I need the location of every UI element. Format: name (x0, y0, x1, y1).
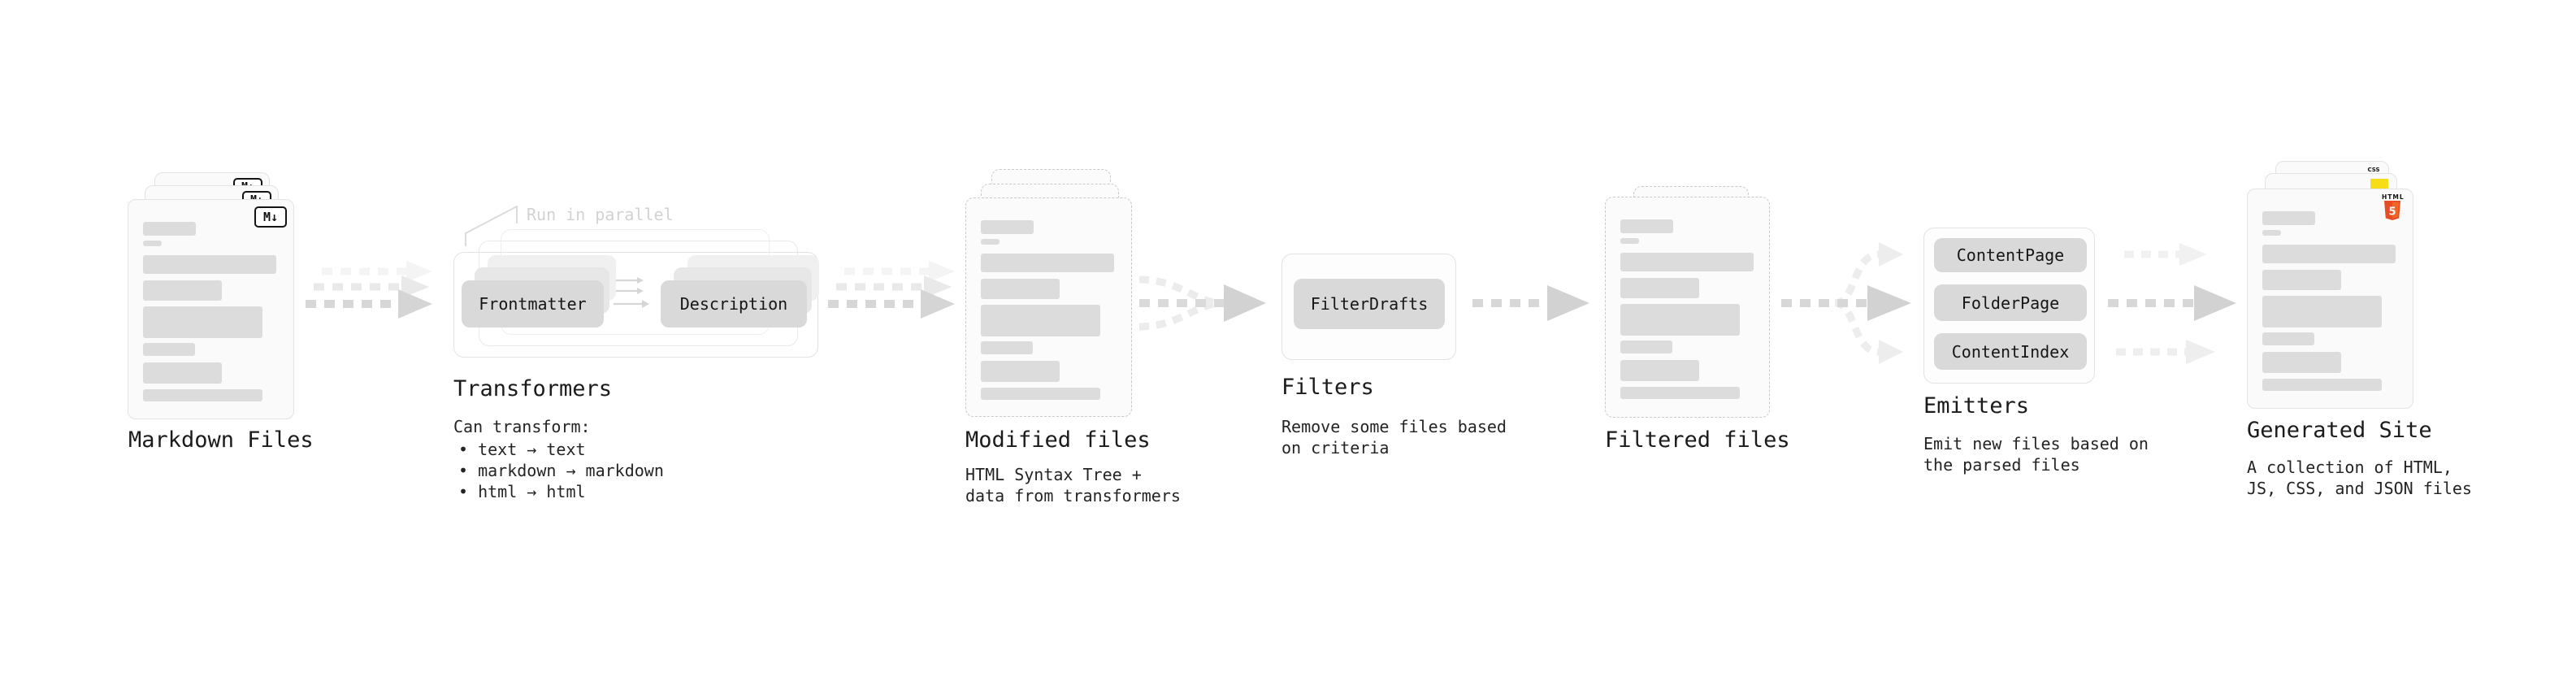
run-in-parallel-annotation: Run in parallel (527, 205, 674, 224)
stage-label-transformers: Transformers (453, 376, 613, 401)
modified-files-desc: data from transformers (965, 486, 1181, 505)
modified-file-card (965, 197, 1132, 417)
transformer-group (453, 252, 818, 358)
placeholder-bar (143, 343, 195, 356)
placeholder-bar (981, 305, 1100, 336)
generated-site-desc: A collection of HTML, (2247, 458, 2452, 477)
filters-desc: Remove some files based (1281, 417, 1507, 436)
filters-desc: on criteria (1281, 438, 1390, 458)
parallel-arrows-icon (614, 277, 649, 308)
markdown-file-card: M↓ (128, 199, 294, 419)
stage-label-emitters: Emitters (1923, 393, 2030, 419)
placeholder-bar (1620, 304, 1740, 336)
placeholder-bar (981, 361, 1060, 382)
transformers-bullet: • text → text (458, 440, 586, 459)
file-content-placeholder (1620, 219, 1754, 399)
placeholder-bar (1620, 238, 1639, 244)
html5-shield: 5 (2384, 201, 2400, 220)
site-file-card: HTML 5 (2247, 189, 2413, 409)
placeholder-bar (2262, 211, 2315, 225)
markdown-icon: M↓ (254, 206, 287, 228)
placeholder-bar (981, 388, 1100, 400)
placeholder-bar (2262, 245, 2396, 263)
html5-icon: HTML 5 (2382, 193, 2404, 224)
stage-label-generated-site: Generated Site (2247, 418, 2432, 443)
placeholder-bar (143, 362, 222, 384)
stage-label-modified-files: Modified files (965, 427, 1151, 453)
modified-files-desc: HTML Syntax Tree + (965, 465, 1142, 484)
placeholder-bar (1620, 387, 1740, 399)
stage-label-filtered-files: Filtered files (1605, 427, 1790, 453)
stage-label-filters: Filters (1281, 375, 1374, 400)
emitter-box-contentpage: ContentPage (1934, 238, 2087, 272)
placeholder-bar (981, 254, 1114, 272)
emitter-box-contentindex: ContentIndex (1934, 333, 2087, 370)
placeholder-bar (2262, 332, 2314, 345)
placeholder-bar (2262, 379, 2382, 391)
file-content-placeholder (143, 222, 276, 401)
placeholder-bar (1620, 360, 1699, 381)
flow-arrow-emitters-to-site (2108, 243, 2236, 364)
placeholder-bar (1620, 278, 1699, 298)
placeholder-bar (143, 255, 276, 274)
file-content-placeholder (2262, 211, 2396, 391)
placeholder-bar (2262, 296, 2382, 327)
placeholder-bar (143, 389, 262, 401)
placeholder-bar (981, 341, 1033, 354)
placeholder-bar (2262, 230, 2281, 236)
flow-arrow-transformers-to-modified (828, 261, 955, 319)
transformer-box-description: Description (661, 280, 807, 327)
flow-arrow-modified-to-filters (1138, 275, 1266, 331)
placeholder-bar (981, 279, 1060, 299)
transformers-desc-title: Can transform: (453, 417, 591, 436)
filter-box-filterdrafts: FilterDrafts (1294, 279, 1445, 329)
filtered-file-card (1605, 197, 1770, 418)
transformer-box-frontmatter: Frontmatter (462, 280, 604, 327)
placeholder-bar (2262, 270, 2341, 290)
svg-text:5: 5 (2388, 206, 2396, 219)
emitters-desc: Emit new files based on (1923, 434, 2149, 453)
placeholder-bar (143, 241, 162, 246)
placeholder-bar (1620, 340, 1672, 354)
file-content-placeholder (981, 220, 1114, 400)
placeholder-bar (143, 306, 262, 338)
transformers-bullet: • markdown → markdown (458, 461, 664, 480)
emitter-box-folderpage: FolderPage (1934, 284, 2087, 321)
transformers-bullet: • html → html (458, 482, 586, 501)
flow-arrow-filtered-to-emitters (1781, 242, 1911, 364)
emitters-desc: the parsed files (1923, 455, 2080, 475)
placeholder-bar (143, 280, 222, 301)
placeholder-bar (2262, 352, 2341, 373)
placeholder-bar (143, 222, 196, 236)
flow-arrow-filters-to-filtered (1472, 285, 1589, 321)
placeholder-bar (1620, 253, 1754, 271)
callout-line (465, 206, 518, 246)
placeholder-bar (1620, 219, 1673, 233)
flow-arrow-markdown-to-transformers (306, 261, 432, 319)
generated-site-desc: JS, CSS, and JSON files (2247, 479, 2472, 498)
placeholder-bar (981, 239, 1000, 245)
stage-label-markdown-files: Markdown Files (128, 427, 314, 453)
placeholder-bar (981, 220, 1034, 234)
